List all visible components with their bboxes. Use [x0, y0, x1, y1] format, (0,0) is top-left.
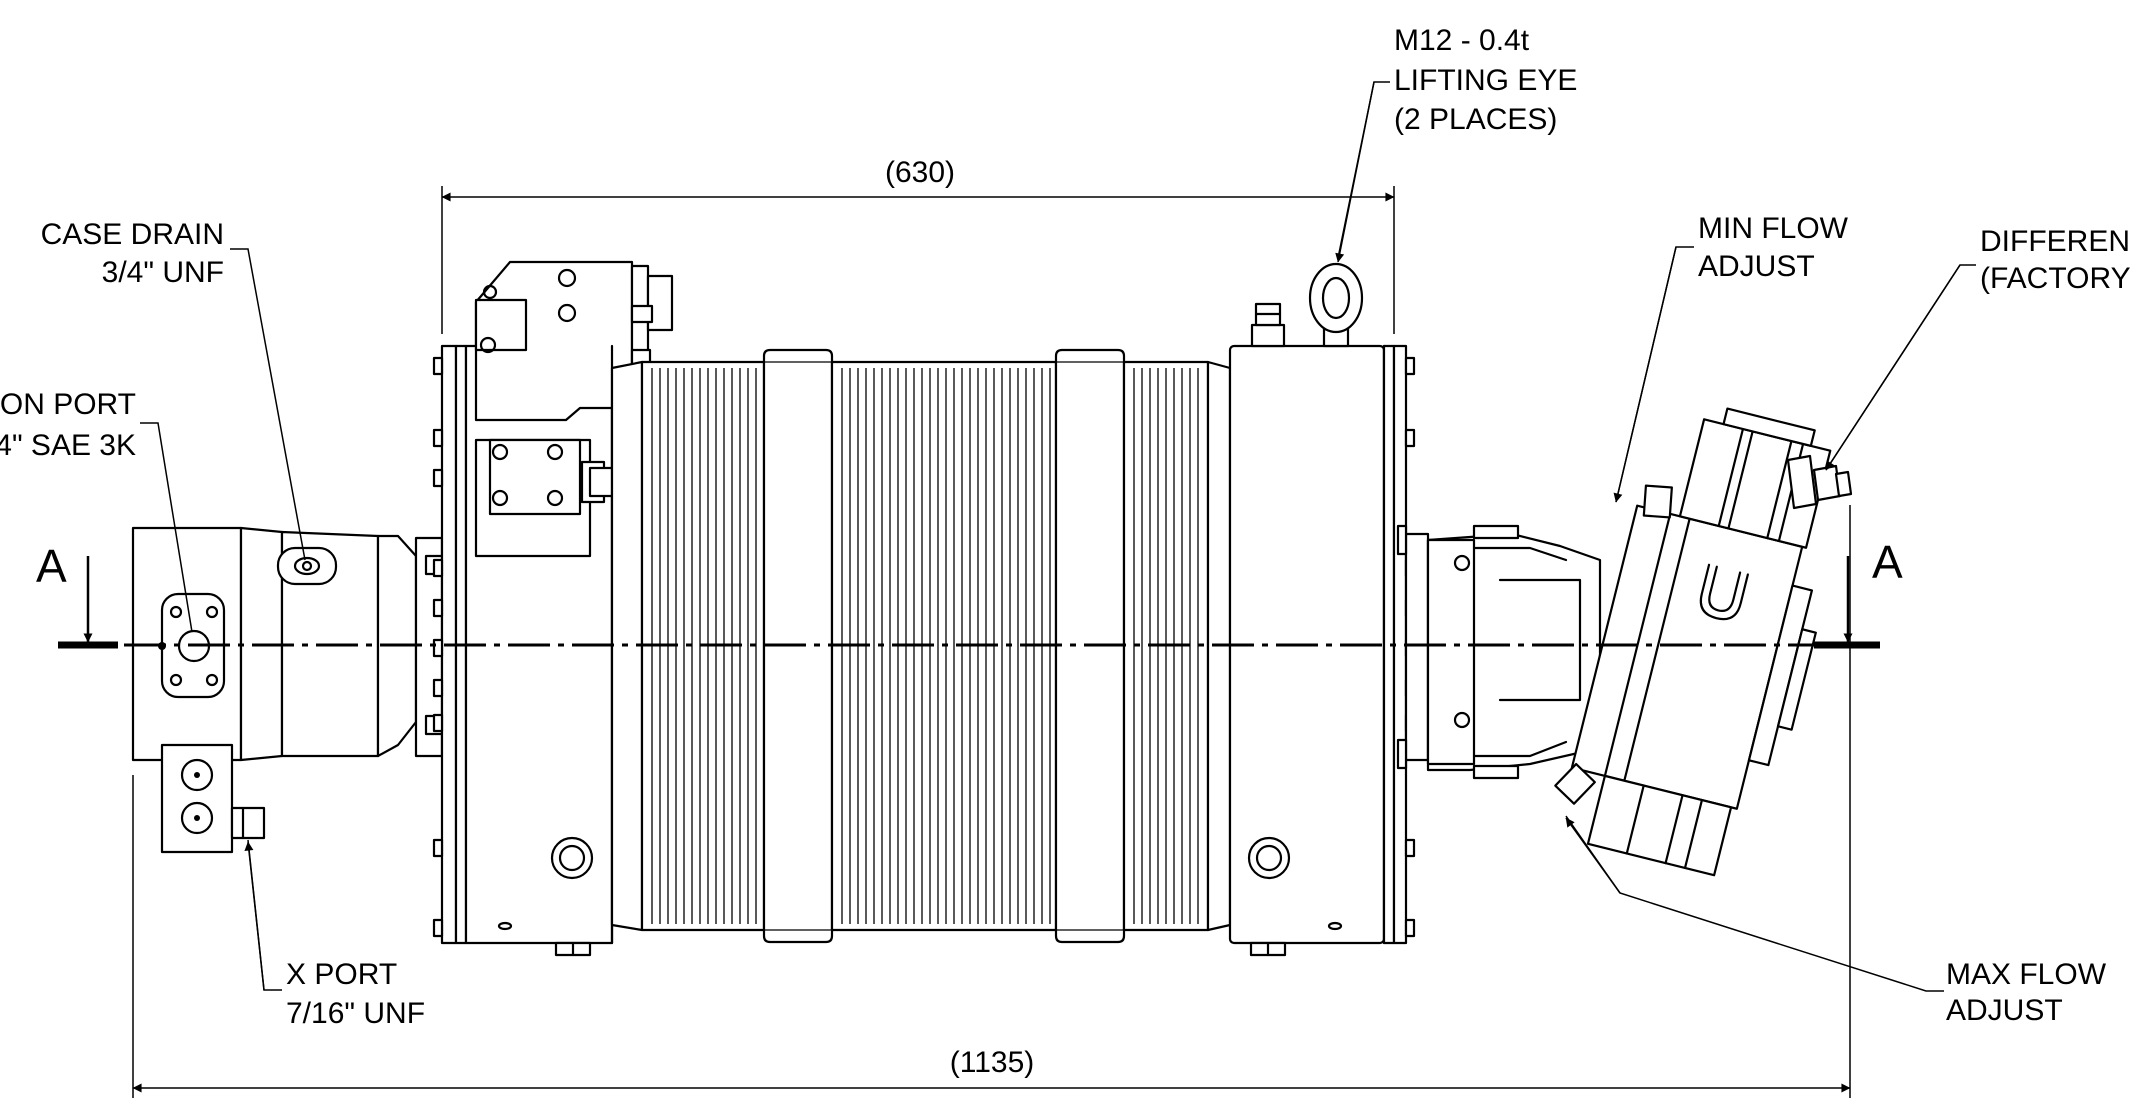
dimension-1135	[132, 505, 1851, 1098]
lifting-eye-label-line3: (2 PLACES)	[1394, 103, 1557, 136]
min-flow-label-line1: MIN FLOW	[1698, 212, 1849, 245]
case-drain-label-line1: CASE DRAIN	[41, 218, 224, 251]
winch-drum	[432, 260, 1416, 957]
section-label-right: A	[1872, 536, 1903, 588]
pump-assembly	[131, 526, 444, 854]
max-flow-label-line2: ADJUST	[1946, 994, 2063, 1027]
differential-label-line2: (FACTORY	[1980, 262, 2130, 295]
lifting-eye-leader	[1337, 81, 1390, 259]
lifting-eye-label-line1: M12 - 0.4t	[1394, 24, 1530, 57]
section-label-left: A	[36, 540, 67, 592]
x-port-label-line2: 7/16" UNF	[286, 997, 425, 1030]
lifting-eye	[1308, 262, 1364, 348]
x-port-leader	[247, 839, 282, 991]
differential-label-line1: DIFFEREN	[1980, 225, 2130, 258]
case-drain-label-line2: 3/4" UNF	[102, 256, 224, 289]
min-flow-leader	[1615, 246, 1694, 503]
suction-port-label-line1: ON PORT	[0, 388, 136, 421]
section-marker-right	[1814, 556, 1880, 649]
case-drain-leader	[230, 248, 306, 561]
min-flow-label-line2: ADJUST	[1698, 250, 1815, 283]
section-marker-left	[58, 556, 118, 649]
x-port-label-line1: X PORT	[286, 958, 397, 991]
dimension-630	[441, 186, 1395, 334]
hydraulic-motor	[1396, 407, 1853, 877]
suction-port-leader	[140, 422, 193, 633]
differential-leader	[1825, 264, 1976, 471]
dimension-1135-label: (1135)	[950, 1046, 1035, 1079]
suction-port-label-line2: 4" SAE 3K	[0, 429, 136, 462]
max-flow-label-line1: MAX FLOW	[1946, 958, 2107, 991]
dimension-630-label: (630)	[885, 156, 955, 189]
lifting-eye-label-line2: LIFTING EYE	[1394, 64, 1577, 97]
